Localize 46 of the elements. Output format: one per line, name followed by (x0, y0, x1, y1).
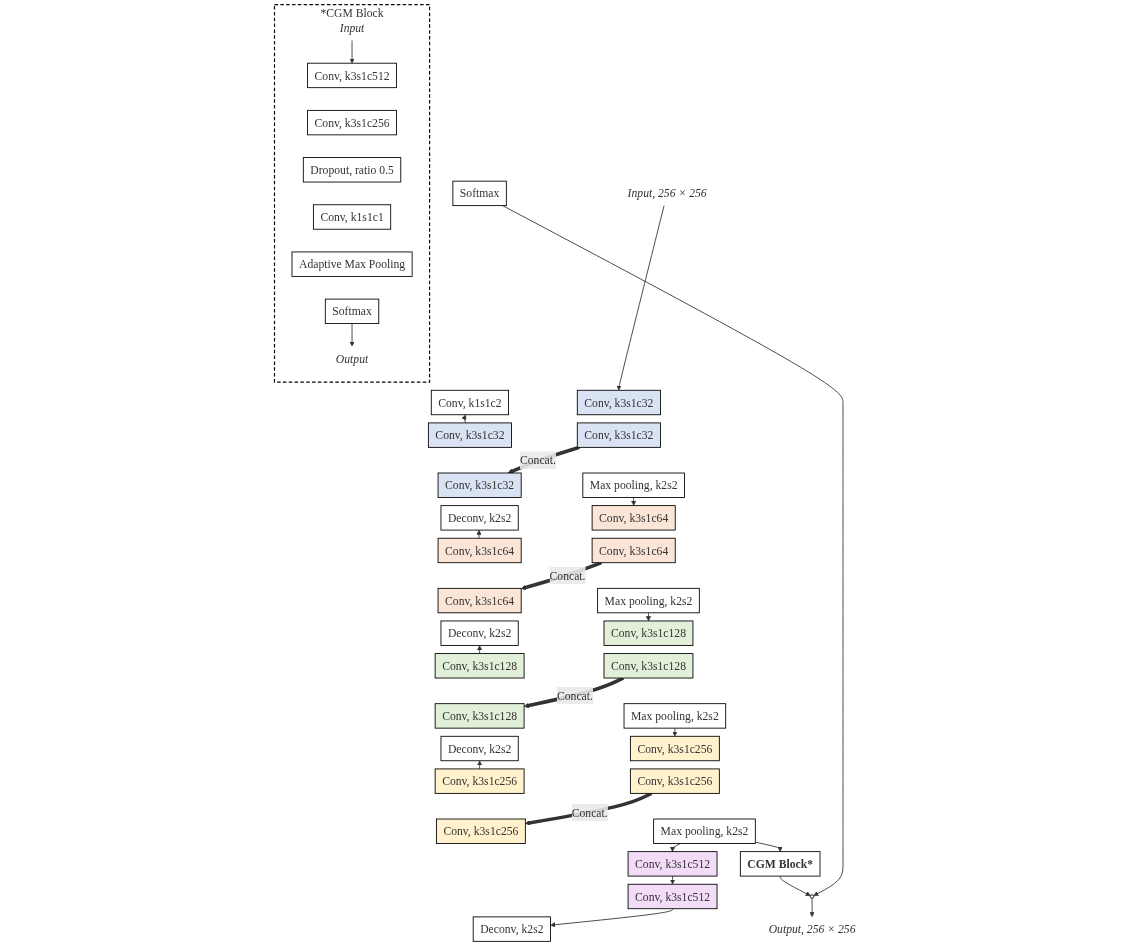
node-box: Conv, k3s1c128 (434, 653, 525, 679)
node-box: Deconv, k2s2 (440, 620, 519, 646)
node-box: Conv, k3s1c64 (437, 587, 522, 614)
node-box: Conv, k3s1c128 (434, 703, 525, 729)
node-box: Conv, k3s1c32 (427, 422, 512, 448)
node-box: Conv, k3s1c256 (629, 735, 720, 762)
edge-label: Concat. (571, 806, 608, 819)
node-box: Softmax (324, 298, 380, 325)
edge-label: Concat. (556, 689, 593, 703)
node-box: Max pooling, k2s2 (597, 587, 700, 614)
node-box: Conv, k3s1c256 (435, 818, 526, 844)
edge-label: Concat. (519, 453, 556, 467)
node-box: Conv, k3s1c32 (576, 422, 661, 448)
edge-label: Concat. (549, 569, 586, 582)
node-box: Conv, k3s1c32 (437, 472, 522, 498)
node-box: Adaptive Max Pooling (291, 251, 413, 277)
node-box: Conv, k1s1c1 (312, 204, 392, 230)
node-text: Input (339, 21, 365, 35)
node-box: Deconv, k2s2 (440, 505, 519, 531)
node-box: CGM Block* (739, 851, 821, 877)
node-box: Conv, k3s1c256 (307, 109, 397, 136)
node-box: Conv, k3s1c128 (603, 620, 694, 646)
node-box: Conv, k3s1c64 (591, 537, 676, 564)
node-box: Conv, k3s1c32 (576, 389, 661, 416)
node-text: Input, 256 × 256 (627, 186, 707, 200)
node-box: Conv, k3s1c256 (434, 768, 525, 794)
node-circle (809, 894, 815, 899)
node-box: Conv, k3s1c512 (307, 62, 397, 89)
node-box: Conv, k3s1c64 (437, 537, 522, 564)
node-box: Max pooling, k2s2 (653, 818, 756, 844)
node-box: Conv, k3s1c512 (627, 883, 718, 910)
node-box: Conv, k3s1c512 (627, 851, 718, 877)
node-box: Max pooling, k2s2 (623, 703, 727, 729)
node-box: Deconv, k2s2 (440, 735, 519, 762)
node-text: Output, 256 × 256 (768, 922, 856, 936)
arrow (520, 561, 602, 590)
node-box: Conv, k1s1c2 (430, 389, 509, 416)
node-box: Conv, k3s1c128 (603, 653, 694, 679)
node-box: Max pooling, k2s2 (582, 472, 685, 498)
node-box: Deconv, k2s2 (472, 916, 551, 942)
node-box: Conv, k3s1c256 (629, 768, 720, 794)
node-text: Output (335, 352, 369, 365)
node-box: Conv, k3s1c64 (591, 505, 676, 531)
arrow (507, 445, 580, 474)
node-box: Softmax (452, 180, 507, 207)
node-box: Dropout, ratio 0.5 (302, 157, 402, 183)
